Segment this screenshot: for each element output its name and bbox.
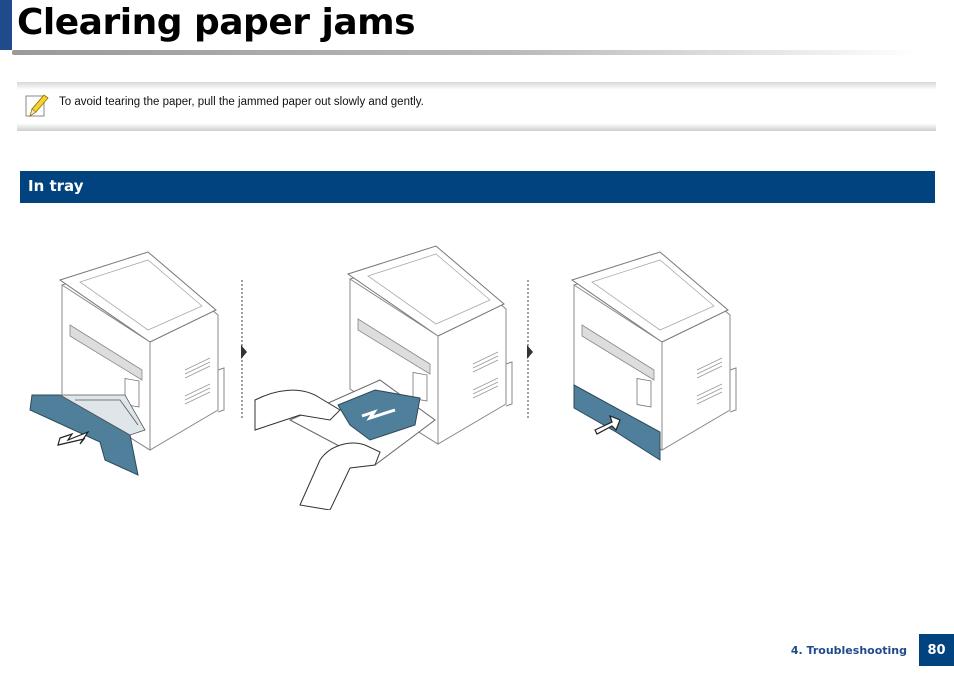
note-text: To avoid tearing the paper, pull the jam…: [59, 96, 424, 108]
page-number: 80: [919, 634, 954, 666]
section-title: In tray: [28, 177, 84, 195]
title-accent-bar: [0, 0, 12, 50]
note-pencil-icon: [25, 94, 49, 117]
step-1-pull-out-tray-icon: [29, 251, 225, 476]
step-2-remove-jammed-paper-icon: [254, 245, 513, 510]
page-title: Clearing paper jams: [17, 2, 416, 43]
step-3-insert-tray-icon: [571, 251, 737, 461]
paper-jam-illustration: [29, 245, 737, 510]
footer-chapter-label: 4. Troubleshooting: [790, 644, 907, 657]
note-box: To avoid tearing the paper, pull the jam…: [17, 82, 936, 131]
section-header: In tray: [20, 171, 935, 203]
title-divider: [12, 50, 917, 55]
